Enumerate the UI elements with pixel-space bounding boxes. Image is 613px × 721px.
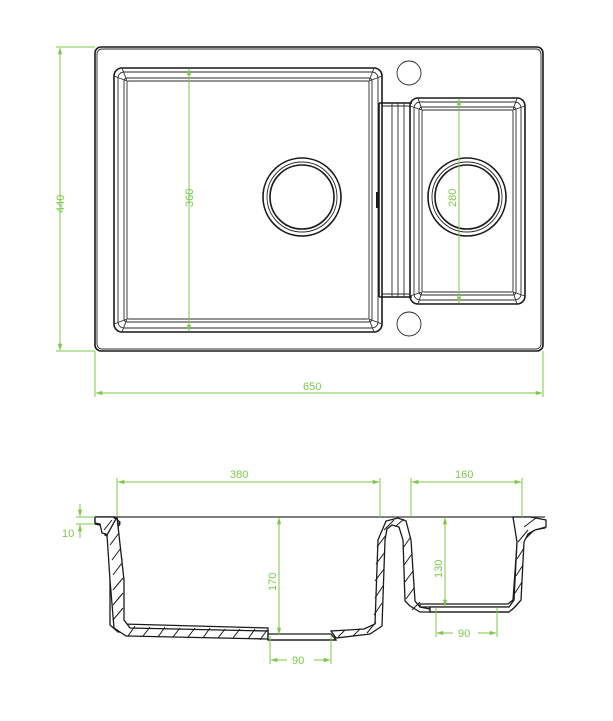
dimension-small-drain-width: 90	[435, 608, 498, 640]
dimension-small-bowl-depth: 280	[447, 98, 462, 304]
section-hatching	[103, 517, 537, 641]
dim-label-280: 280	[447, 189, 459, 207]
top-view: 440 360 280 650	[55, 46, 544, 397]
dimension-main-bowl-width: 380	[116, 469, 381, 517]
dimension-rim-thickness: 10	[62, 504, 95, 540]
tap-hole-bottom-icon	[396, 311, 422, 337]
dim-label-10: 10	[62, 528, 74, 540]
dimension-small-bowl-width: 160	[410, 469, 523, 517]
section-view: 380 160 10 170 130	[62, 469, 547, 667]
dim-label-90-small: 90	[458, 628, 470, 640]
dim-label-380: 380	[230, 469, 248, 481]
sink-outer-outline	[94, 46, 544, 352]
dimension-overall-depth: 440	[55, 46, 95, 352]
dim-label-650: 650	[303, 381, 321, 393]
dim-label-170: 170	[267, 573, 279, 591]
dimension-main-bowl-depth: 360	[184, 68, 196, 332]
dimension-main-bowl-depth-section: 170	[267, 517, 282, 635]
main-bowl-outline	[113, 67, 383, 333]
small-drain-icon	[427, 157, 507, 237]
dim-label-130: 130	[433, 560, 445, 578]
dimension-overall-width: 650	[94, 351, 544, 397]
tap-hole-top-icon	[396, 60, 422, 86]
dim-label-440: 440	[55, 195, 67, 213]
small-bowl-outline	[409, 97, 526, 305]
overflow-slot	[376, 192, 379, 208]
dimension-small-bowl-depth-section: 130	[433, 517, 448, 607]
dim-label-360: 360	[184, 189, 196, 207]
main-drain-icon	[262, 157, 342, 237]
overflow-channel	[376, 102, 412, 298]
dim-label-160: 160	[455, 469, 473, 481]
dim-label-90-main: 90	[292, 655, 304, 667]
dimension-main-drain-width: 90	[269, 636, 332, 667]
